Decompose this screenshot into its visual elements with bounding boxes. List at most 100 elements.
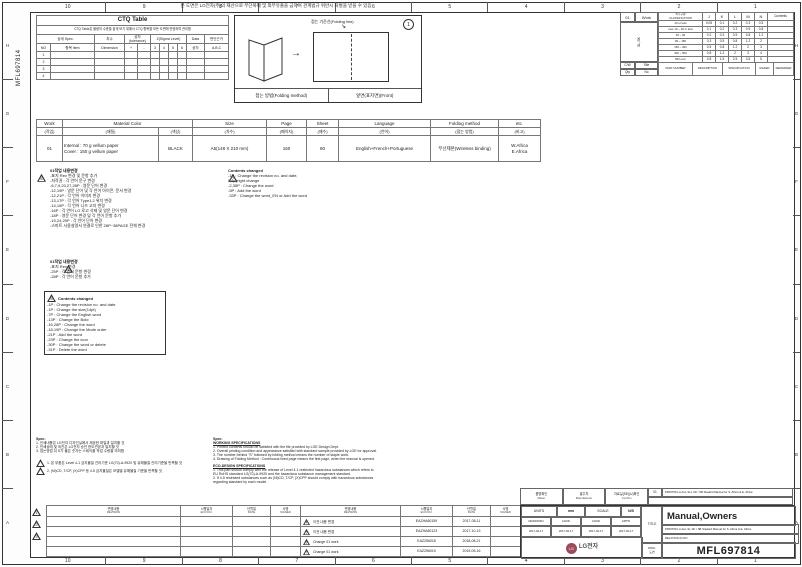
revision-triangle-icon: 6: [303, 538, 310, 544]
sign-date-chkd1: 2017-02-17: [551, 526, 581, 537]
eco-spec-line: 2. If 4-5 restricted substances such as …: [213, 476, 374, 481]
ruler-zone-label: 5: [412, 2, 489, 12]
lg-logo-initials: LG: [568, 545, 574, 551]
revision-triangle-icon: [36, 459, 45, 467]
note-block1: 01작업 내용변경 -표지 Rev 변경 및 문항 추가-저작권 : 각 언어 …: [50, 168, 222, 228]
folding-line-label: 접는 기준선(Folding line): [311, 19, 354, 24]
spec-material-line2: Cover : 150 g vellum paper: [64, 148, 119, 154]
ruler-zone-label: 7: [259, 2, 336, 12]
lg-logo-icon: LG: [565, 542, 577, 554]
ctq-row: 2: [36, 58, 230, 67]
note-block3: 01작업 내용변경 -표지 Rev 변경-25P : 각 언어 문항 변경-28…: [50, 259, 200, 279]
site-label: Site: [635, 62, 658, 69]
rev-revision-text: Change 01 work: [312, 549, 339, 554]
rev-signed-cell: [490, 516, 521, 527]
note-line: -12,19P : 영문 단어 및 각 언어 아이콘, 문서 변경: [50, 188, 132, 193]
spec-notes-kr: Spec: 1. 인쇄내용은 LG전자 디자인실에서 제공한 파일과 일치할 것…: [36, 437, 208, 475]
rev-signed-cell: [490, 526, 521, 537]
rev-date-cell: 2017-08-11: [452, 516, 491, 527]
ctq-sigma-6: 6: [177, 43, 187, 53]
ruler-zone-label: 6: [336, 556, 413, 565]
spec-en-label: Spec:: [213, 437, 223, 441]
bom-item-desc: PRINTING A-ALL SLL SK / SB Stadard Manua…: [662, 488, 793, 497]
spec-work-value: 01: [36, 135, 63, 162]
note-line: -2,35P : Change the word: [228, 183, 274, 188]
note-block3-title: 01작업 내용변경: [50, 259, 78, 264]
folded-sheet-icon: [248, 37, 283, 82]
dwg-number: MFL697814: [696, 544, 761, 557]
qty-label: Qty: [620, 69, 635, 76]
ctq-header-spec: 상세 Spec.: [36, 33, 95, 45]
note-line: -표지 Rev 변경: [50, 264, 76, 269]
bom-item: 01 PRINTING A-ALL SLL SK / SB Stadard Ma…: [648, 488, 793, 505]
ruler-zone-label: H: [2, 12, 13, 81]
units-scale-row: UNITS mm SCALE N/S: [521, 506, 641, 517]
note-block1-lines: -표지 Rev 변경 및 문항 추가-저작권 : 각 언어 문구 변경-6,7,…: [50, 173, 222, 228]
title-block: UNITS mm SCALE N/S DRAW/DSN CHKD CHKD AP…: [520, 505, 799, 559]
bom-cell-kr: 발주처: [579, 492, 589, 497]
note-block1-title: 01작업 내용변경: [50, 168, 78, 173]
spec-folding-value: 무선제본(Wireless binding): [430, 135, 500, 162]
note-line: -21P : Add the word: [47, 332, 83, 337]
spec-header-material-kr: (재질): [62, 127, 159, 136]
ruler-zone-label: B: [2, 421, 13, 489]
note-line: -18,19P : Change the Mode order: [47, 327, 107, 332]
revision-number: 7: [305, 550, 308, 555]
note-block4: 5 Contents changed -1P : Change the revi…: [44, 291, 166, 355]
spec-language-value: English+French+Portuguese: [338, 135, 432, 162]
working-spec-line: 2. Overall printing condition and appear…: [213, 449, 378, 454]
ctq-header-dim: 치수: [94, 33, 125, 45]
ruler-zone-label: 1: [753, 4, 757, 10]
rev-revision-cell: 6 Change 01 work: [300, 536, 401, 547]
rev-revision-cell: 4 이전 내용 변경: [300, 516, 401, 527]
ruler-zone-label: 8: [183, 556, 260, 565]
rev-date-cell: 2017-10-13: [452, 526, 491, 537]
ctq-sigma-4: 4: [159, 43, 169, 53]
revision-number: 4: [67, 266, 70, 272]
note-line: -30P : Change the word or delete: [47, 342, 106, 347]
note-line: -5P : Add the word: [228, 188, 261, 193]
working-spec-line: 4. Drawing of Folding Method : Continuou…: [213, 457, 375, 462]
dwg-label-kr: 도면: [649, 549, 655, 554]
ruler-zone-label: 4: [488, 556, 565, 565]
logo-cell: LG LG전자: [521, 537, 643, 559]
spec-kr-label: Spec:: [36, 437, 46, 441]
tolerance-title: 치수구분: [675, 12, 686, 17]
folding-line: [351, 34, 352, 80]
ctq-header-basis: 판단근거: [203, 33, 230, 45]
ruler-zone-label: 10: [30, 556, 107, 565]
ctq-subheader-gongcha: 공차: [186, 43, 205, 53]
note-line: -7P : Change the English word: [47, 312, 102, 317]
note-line: -16P : 각 언어 LG 로고 삭제 및 영문 단어 변경: [50, 208, 128, 213]
ruler-zone-label: 5: [412, 556, 489, 565]
ctq-subheader-plus: +: [124, 43, 138, 53]
note-line: -19,24,25P : 각 언어 단어 변경: [50, 218, 102, 223]
specification-header: SPECIFICATION: [722, 62, 756, 76]
bom-item-empty-row: [648, 497, 793, 505]
revision-number: 4: [305, 520, 308, 525]
ruler-zone-label: F: [793, 148, 800, 217]
description-header: DESCRIPTION: [692, 62, 723, 76]
ruler-zone-label: 10: [30, 2, 107, 12]
sign-header-drawdsn: DRAW/DSN: [521, 517, 551, 526]
rev-eco-cell: EAZ256019: [400, 546, 453, 557]
note-line: -31P : Delete the word: [47, 347, 87, 352]
ctq-subheader-no: NO: [36, 43, 51, 53]
revision-triangle-icon: 4: [64, 265, 73, 273]
work-number: 01: [620, 12, 635, 22]
ruler-zone-label: C: [793, 353, 800, 421]
spec-kr-eco-line: 2. (Ni)CD, T/CP, (X)CPP 등 4-5 금지물질은 모델별 …: [36, 467, 208, 475]
note-line: -저작권 : 각 언어 문구 변경: [50, 178, 95, 183]
ruler-zone-label: H: [793, 12, 800, 81]
ruler-zone-label: 7: [259, 556, 336, 565]
spec-header-work-kr: (작업): [36, 127, 63, 136]
